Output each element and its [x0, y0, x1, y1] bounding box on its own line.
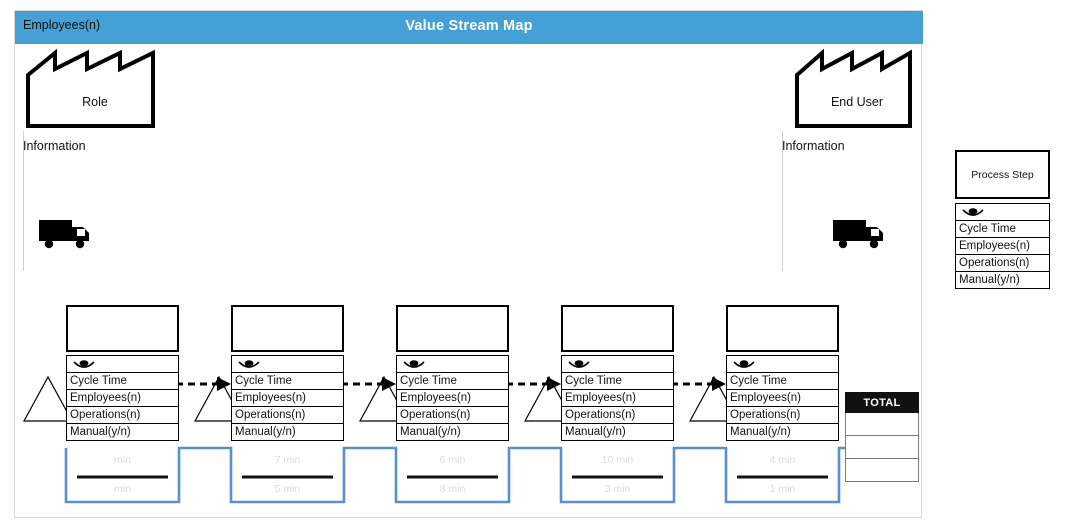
process-step-data-box: Cycle Time Employees(n) Operations(n) Ma… [561, 355, 674, 441]
eye-icon [962, 207, 984, 216]
employees-row[interactable]: Employees(n) [727, 390, 838, 407]
operations-row[interactable]: Operations(n) [67, 407, 178, 424]
manual-row[interactable]: Manual(y/n) [67, 424, 178, 441]
push-arrow-3 [658, 374, 728, 394]
push-arrow-icon [494, 377, 561, 391]
employees-row[interactable]: Employees(n) [232, 390, 343, 407]
process-step-title[interactable] [66, 305, 179, 352]
process-step-title[interactable] [726, 305, 839, 352]
manual-row[interactable]: Manual(y/n) [232, 424, 343, 441]
legend-panel: Process Step Cycle Time Employees(n) Ope… [955, 150, 1050, 289]
eye-row [232, 356, 343, 373]
employees-row[interactable]: Employees(n) [67, 390, 178, 407]
eye-row [562, 356, 673, 373]
inventory-triangle-icon [22, 375, 74, 422]
truck-icon [39, 220, 89, 249]
eye-icon [403, 359, 425, 368]
cycle-time-row[interactable]: Cycle Time [232, 373, 343, 390]
timeline-non-value-added-3: 3 min [604, 483, 631, 495]
total-summary-box[interactable]: TOTAL [845, 392, 919, 482]
push-arrow-1 [328, 374, 398, 394]
process-step-0[interactable]: Cycle Time Employees(n) Operations(n) Ma… [66, 305, 179, 441]
header-bar: Employees(n) Value Stream Map [15, 11, 923, 44]
customer-information-label: Information [782, 139, 845, 153]
eye-icon [73, 359, 95, 368]
eye-icon [568, 359, 590, 368]
legend-manual-row: Manual(y/n) [956, 272, 1049, 289]
push-arrow-icon [164, 377, 231, 391]
operations-row[interactable]: Operations(n) [727, 407, 838, 424]
total-row-1[interactable] [845, 436, 919, 459]
operations-row[interactable]: Operations(n) [397, 407, 508, 424]
total-header: TOTAL [845, 392, 919, 413]
eye-row [727, 356, 838, 373]
timeline-non-value-added-2: 8 min [439, 483, 466, 495]
cycle-time-row[interactable]: Cycle Time [67, 373, 178, 390]
operations-row[interactable]: Operations(n) [562, 407, 673, 424]
process-step-4[interactable]: Cycle Time Employees(n) Operations(n) Ma… [726, 305, 839, 441]
inbound-shipment[interactable] [37, 216, 95, 252]
guide-line-left [23, 131, 24, 271]
push-arrow-2 [493, 374, 563, 394]
outbound-shipment[interactable] [831, 216, 889, 252]
truck-icon [833, 220, 883, 249]
total-row-0[interactable] [845, 413, 919, 436]
timeline-non-value-added-4: 1 min [769, 483, 796, 495]
manual-row[interactable]: Manual(y/n) [562, 424, 673, 441]
guide-line-right [782, 131, 783, 271]
eye-row [397, 356, 508, 373]
process-step-data-box: Cycle Time Employees(n) Operations(n) Ma… [726, 355, 839, 441]
page-title: Value Stream Map [405, 18, 533, 34]
timeline-value-added-3: 10 min [601, 454, 634, 466]
employees-row[interactable]: Employees(n) [397, 390, 508, 407]
inventory-triangle-0[interactable] [22, 374, 74, 424]
process-step-3[interactable]: Cycle Time Employees(n) Operations(n) Ma… [561, 305, 674, 441]
cycle-time-row[interactable]: Cycle Time [397, 373, 508, 390]
manual-row[interactable]: Manual(y/n) [727, 424, 838, 441]
process-step-title[interactable] [396, 305, 509, 352]
legend-employees-row: Employees(n) [956, 238, 1049, 255]
cycle-time-row[interactable]: Cycle Time [562, 373, 673, 390]
process-step-1[interactable]: Cycle Time Employees(n) Operations(n) Ma… [231, 305, 344, 441]
eye-icon [238, 359, 260, 368]
legend-process-step-label: Process Step [955, 150, 1050, 199]
process-step-data-box: Cycle Time Employees(n) Operations(n) Ma… [396, 355, 509, 441]
process-step-title[interactable] [561, 305, 674, 352]
timeline-non-value-added-1: 5 min [274, 483, 301, 495]
timeline-value-added-0: min [114, 454, 131, 466]
eye-icon [733, 359, 755, 368]
timeline-value-added-2: 6 min [439, 454, 466, 466]
customer-factory[interactable]: End User [794, 47, 920, 129]
legend-operations-row: Operations(n) [956, 255, 1049, 272]
process-step-data-box: Cycle Time Employees(n) Operations(n) Ma… [231, 355, 344, 441]
vsm-canvas: Employees(n) Value Stream Map Role Infor… [14, 10, 923, 518]
operations-row[interactable]: Operations(n) [232, 407, 343, 424]
push-arrow-0 [163, 374, 233, 394]
legend-eye-row [956, 204, 1049, 221]
employees-row[interactable]: Employees(n) [562, 390, 673, 407]
cycle-time-row[interactable]: Cycle Time [727, 373, 838, 390]
legend-cycle-time-row: Cycle Time [956, 221, 1049, 238]
process-step-data-box: Cycle Time Employees(n) Operations(n) Ma… [66, 355, 179, 441]
customer-label: End User [830, 95, 884, 109]
legend-data-box: Cycle Time Employees(n) Operations(n) Ma… [955, 203, 1050, 289]
push-arrow-icon [659, 377, 726, 391]
supplier-factory[interactable]: Role [25, 47, 165, 129]
timeline-value-added-1: 7 min [274, 454, 301, 466]
factory-icon [795, 48, 912, 128]
process-step-title[interactable] [231, 305, 344, 352]
supplier-information-label: Information [23, 139, 86, 153]
process-step-2[interactable]: Cycle Time Employees(n) Operations(n) Ma… [396, 305, 509, 441]
timeline-non-value-added-0: min [114, 483, 131, 495]
supplier-label: Role [82, 95, 108, 109]
factory-icon [26, 48, 155, 128]
timeline-value-added-4: 4 min [769, 454, 796, 466]
total-row-2[interactable] [845, 459, 919, 482]
header-left-label: Employees(n) [23, 18, 101, 32]
eye-row [67, 356, 178, 373]
push-arrow-icon [329, 377, 396, 391]
manual-row[interactable]: Manual(y/n) [397, 424, 508, 441]
